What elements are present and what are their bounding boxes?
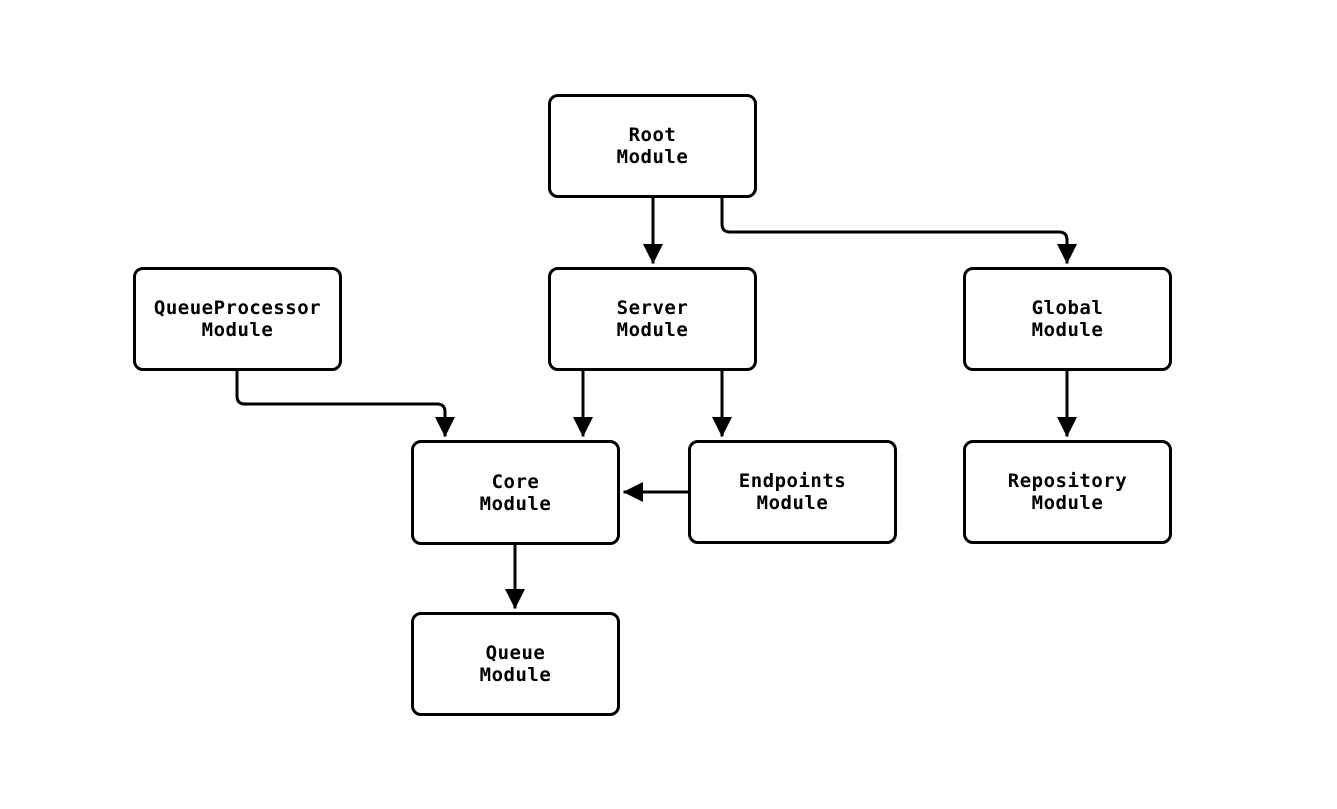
node-server-module: Server Module xyxy=(548,267,757,371)
node-repository-module: Repository Module xyxy=(963,440,1172,544)
node-label: Root Module xyxy=(616,124,689,168)
edge-root-module-to-global-module xyxy=(720,196,1077,264)
node-label: Core Module xyxy=(479,470,552,515)
node-root-module: Root Module xyxy=(548,94,757,198)
node-label: Endpoints Module xyxy=(738,470,847,514)
node-queueprocessor-module: QueueProcessor Module xyxy=(133,267,342,371)
edge-queueprocessor-module-to-core-module xyxy=(235,369,455,437)
node-queue-module: Queue Module xyxy=(411,612,620,716)
node-core-module: Core Module xyxy=(411,440,620,545)
node-label: Global Module xyxy=(1031,297,1104,341)
node-label: QueueProcessor Module xyxy=(153,297,322,341)
node-endpoints-module: Endpoints Module xyxy=(688,440,897,544)
node-label: Repository Module xyxy=(1007,470,1128,514)
node-global-module: Global Module xyxy=(963,267,1172,371)
node-label: Server Module xyxy=(616,297,689,341)
node-label: Queue Module xyxy=(479,642,552,686)
